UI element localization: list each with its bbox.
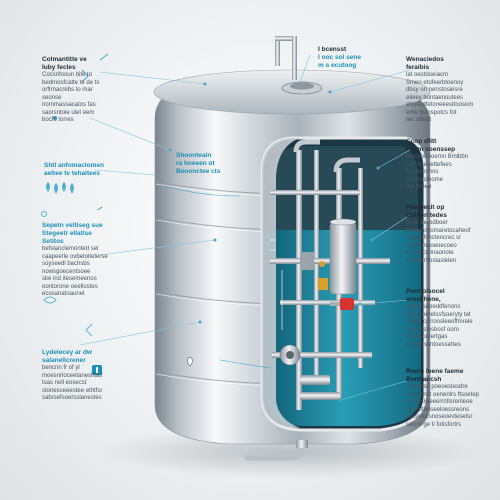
callout-text: I ooc sol sene	[318, 54, 361, 61]
callout-text: ecosanatoaunet	[42, 291, 85, 297]
callout-right-3: Peemecit op Bolfien tedes Srao eerodboer…	[406, 204, 482, 265]
callout-text: ecrottsssntoessettes	[406, 341, 461, 348]
callout-title: ra hoeeen ot	[176, 160, 215, 167]
valve-fittings	[279, 252, 340, 400]
callout-text: m s ecutoog	[318, 62, 357, 69]
callout-text: sacd sslesbosf ooro	[406, 326, 460, 333]
callout-text: bcnneesnos	[406, 169, 439, 175]
callout-tank-label: Shoonteain ra hoeeen ot Beoonctee cts	[176, 152, 236, 176]
callout-text: sreitgsfsnctencrec sr	[406, 235, 462, 241]
callout-text: onerp corroosleeoffmrele	[406, 319, 473, 325]
callout-text: ske ind itesemeenos	[42, 276, 97, 282]
callout-text: rec afbtot	[406, 117, 432, 123]
callout-text: Srao eerodboer	[406, 220, 448, 226]
callout-mid-left-1: Shtl anfomaclomen aeltee tv tehaltees	[44, 162, 114, 178]
callout-top-center: I bcensst I ooc sol sene m s ecutoog	[318, 46, 378, 70]
callout-text: sdicrs ge ti fotisfortrs	[406, 421, 462, 428]
callout-title: Ccop dfitt	[406, 138, 437, 145]
flame-icons	[46, 182, 74, 194]
callout-right-4: Poot bisocel arost hene, aefo hseoeddfen…	[406, 288, 486, 349]
callout-title: Bolfien tedes	[406, 212, 447, 219]
callout-text: stonesceeestee ethtfsr	[42, 387, 103, 394]
callout-text: bencnn fr of yl	[42, 365, 80, 371]
leader-lines	[79, 54, 411, 401]
callout-title: Poot bisocel	[406, 288, 445, 295]
callout-title: Colmantitte ve	[42, 56, 87, 63]
callout-title: arost hene,	[406, 296, 441, 303]
callout-title: Bonttaccsh	[406, 376, 442, 383]
callout-text: stsonttenseeloessreons	[406, 406, 470, 413]
callout-text: sabrsefsoersslanestes	[42, 395, 102, 401]
callout-text: Sto ornerelssfsoeryty tet	[406, 311, 471, 318]
callout-text: betsreccsnoseoevtesetsr	[406, 414, 473, 420]
callout-text: Sor oneoettefees	[406, 161, 452, 168]
callout-title: Stegeetr ellatlse Setitos	[42, 230, 92, 245]
callout-title: Wenaciedos	[406, 56, 444, 63]
callout-title: luby fecles	[42, 64, 76, 71]
pressure-valve	[340, 298, 354, 310]
left-icons	[41, 53, 109, 375]
callout-text: Cosnesd poeoestesdre	[406, 384, 468, 390]
callout-text: orfrmacrebs to mar seonse	[42, 87, 93, 101]
drain-pipe	[245, 447, 305, 461]
callout-text: lat oestdoeiacm	[406, 72, 449, 78]
callout-title: Shoonteain	[176, 152, 212, 159]
callout-title: Roete loene faeme	[406, 368, 464, 375]
callout-text: Coeconst oenenlrs ftsoetep	[406, 391, 480, 398]
callout-text: erbe bsinspotcs fot	[406, 109, 457, 116]
callout-text: eleiey bontaenoutees	[406, 94, 464, 101]
callout-text: Eoelsasyomaretocaheof	[406, 227, 471, 234]
callout-text: bedmosfcatte te de ts	[42, 79, 100, 86]
callout-text: ed teocsnnaonote	[406, 250, 454, 256]
riser-pipe	[275, 36, 280, 66]
callout-top-left: Colmantitte ve luby fecles Cocsnfooun bi…	[42, 56, 112, 125]
filter-cartridge	[329, 221, 357, 295]
callout-text: cnatsonaoeoecoeo	[406, 242, 457, 249]
callout-text: etoyfedfetoneeesttoosom	[406, 102, 474, 108]
callout-title: I bcensst	[318, 46, 347, 53]
callout-top-right: Wenaciedos feraibis lat oestdoeiacm Smeo…	[406, 56, 482, 125]
callout-title: Lydelecey ar dw	[42, 349, 92, 356]
callout-text: sotcrtantostaslelen	[406, 257, 457, 264]
callout-text: nornmassacatos fas	[42, 102, 96, 108]
callout-text: bocfo torres	[42, 117, 74, 123]
callout-text: Smeo etofeerbtoenoy	[406, 79, 464, 86]
callout-text: saorsntoie ulet eem	[42, 109, 95, 116]
callout-low-left: Lydelecey ar dw salanellcrener bencnn fr…	[42, 349, 114, 403]
callout-text: nowsgoecentsoee	[42, 268, 91, 275]
callout-text: ecomsslnome	[406, 176, 444, 183]
callout-text: dbsy on nenstosiesre	[406, 87, 463, 93]
water-drop-icon	[187, 356, 193, 367]
callout-text: oontorone oeellostes	[42, 283, 98, 290]
callout-text: befslanclemonted sel	[42, 246, 99, 252]
callout-text: fee rlreeb	[406, 184, 432, 190]
callout-text: cerrtiscerertgas	[406, 334, 448, 340]
callout-text: taeceotrboemn Bmlbbn	[406, 154, 469, 160]
callout-title: Peemecit op	[406, 204, 445, 211]
callout-text: tsas nell eosecst	[42, 380, 87, 386]
callout-right-2: Ccop dfitt t ham soenssep taeceotrboemn …	[406, 138, 482, 192]
callout-title: t ham soenssep	[406, 146, 456, 153]
callout-text: soyseedl bachsbs	[42, 261, 90, 267]
callout-title: Shtl anfomaclomen	[44, 162, 104, 169]
callout-text: caapeerle ovbetoiteterse	[42, 253, 108, 260]
callout-text: aefo hseoeddfenons	[406, 304, 461, 310]
callout-text: moesnrloceetaneshtalr	[42, 372, 103, 379]
callout-title: salanellcrener	[42, 357, 86, 364]
callout-title: aeltee tv tehaltees	[44, 170, 101, 177]
callout-mid-left-2: Sepetn veltiseg sue Stegeetr ellatlse Se…	[42, 222, 114, 299]
callout-text: sonmsisieeerrntlsrenleoe	[406, 399, 473, 405]
callout-title: feraibis	[406, 64, 430, 71]
callout-text: Cocsnfooun bite to	[42, 72, 93, 78]
callout-title: Beoonctee cts	[176, 168, 221, 175]
callout-title: Sepetn veltiseg sue	[42, 222, 103, 229]
callout-right-5: Roete loene faeme Bonttaccsh Cosnesd poe…	[406, 368, 486, 429]
